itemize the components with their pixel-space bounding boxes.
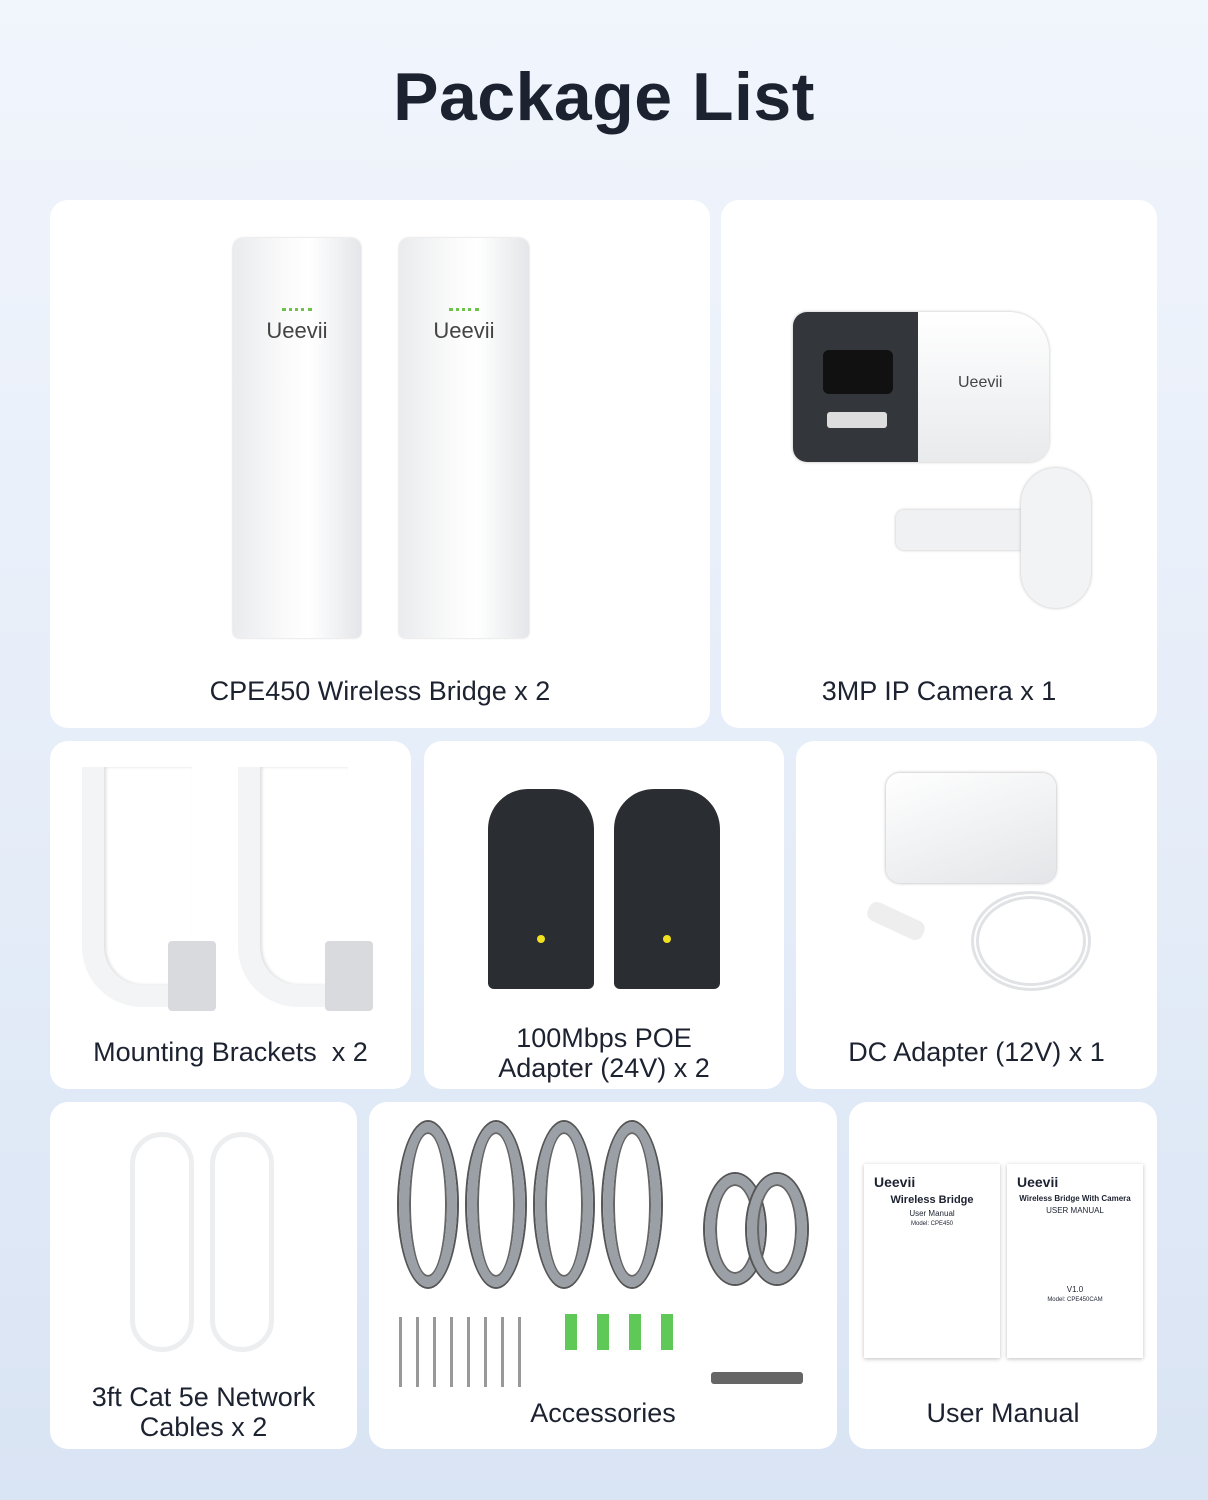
hose-clamp-icon — [603, 1122, 661, 1287]
card-ip-camera: Ueevii 3MP IP Camera x 1 — [721, 200, 1157, 728]
hose-clamp-icon — [467, 1122, 525, 1287]
card-network-cables: 3ft Cat 5e Network Cables x 2 — [50, 1102, 357, 1449]
cable-image — [130, 1132, 194, 1352]
wall-anchors-icon — [565, 1314, 677, 1350]
card-accessories: Accessories — [369, 1102, 837, 1449]
item-label: 3ft Cat 5e Network Cables x 2 — [91, 1382, 316, 1442]
item-label: 3MP IP Camera x 1 — [821, 676, 1057, 706]
card-dc-adapter: DC Adapter (12V) x 1 — [796, 741, 1157, 1089]
wireless-bridge-image: Ueevii — [399, 238, 529, 638]
cable-image — [210, 1132, 274, 1352]
item-label: CPE450 Wireless Bridge x 2 — [209, 676, 551, 706]
manual-wireless-bridge: Ueevii Wireless Bridge User Manual Model… — [864, 1164, 1000, 1358]
hose-clamp-icon — [399, 1122, 457, 1287]
bracket-image — [238, 767, 348, 1007]
item-label: User Manual — [926, 1398, 1080, 1428]
item-label: Accessories — [530, 1398, 676, 1428]
card-mounting-brackets: Mounting Brackets x 2 — [50, 741, 411, 1089]
page-title: Package List — [393, 59, 815, 135]
item-label: 100Mbps POE Adapter (24V) x 2 — [498, 1023, 710, 1083]
camera-mount — [1021, 468, 1091, 608]
cable-coil — [971, 891, 1091, 991]
manual-bridge-with-camera: Ueevii Wireless Bridge With Camera USER … — [1007, 1164, 1143, 1358]
item-label: DC Adapter (12V) x 1 — [848, 1037, 1105, 1067]
card-wireless-bridge: Ueevii Ueevii CPE450 Wireless Bridge x 2 — [50, 200, 710, 728]
hex-key-icon — [711, 1372, 803, 1384]
card-user-manual: Ueevii Wireless Bridge User Manual Model… — [849, 1102, 1157, 1449]
screws-icon — [399, 1317, 529, 1387]
hose-clamp-icon — [747, 1174, 807, 1284]
dc-adapter-image — [886, 773, 1056, 883]
wireless-bridge-image: Ueevii — [233, 238, 361, 638]
poe-adapter-image — [488, 789, 594, 989]
poe-adapter-image — [614, 789, 720, 989]
hose-clamp-icon — [535, 1122, 593, 1287]
item-label: Mounting Brackets x 2 — [93, 1037, 368, 1067]
camera-image: Ueevii — [793, 312, 1049, 462]
card-poe-adapter: 100Mbps POE Adapter (24V) x 2 — [424, 741, 784, 1089]
